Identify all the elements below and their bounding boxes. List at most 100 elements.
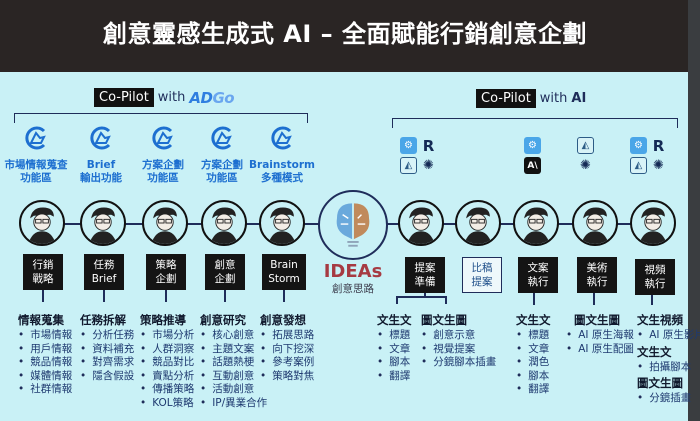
r-logo-icon: R <box>422 136 435 155</box>
role-line1: 提案 <box>414 262 436 274</box>
shark-logo-icon: ◭ <box>400 157 417 174</box>
role-line1: 任務 <box>93 259 115 271</box>
role-line1: 比稿 <box>471 262 493 274</box>
list-item: 核心創意 <box>200 329 267 343</box>
role-line1: Brain <box>270 259 298 271</box>
connector <box>533 293 535 305</box>
column-ideation: 創意發想 拓展思路 向下挖深 參考案例 策略對焦 <box>260 313 314 383</box>
list-item: 媒體情報 <box>18 370 72 384</box>
list-item: 策略對焦 <box>260 370 314 384</box>
list-item: 標題 <box>377 329 412 343</box>
list-item: 參考案例 <box>260 356 314 370</box>
column-task-breakdown: 任務拆解 分析任務 資料補充 對齊需求 隱含假設 <box>80 313 134 383</box>
feature-brief-output: Brief 輸出功能 <box>61 124 141 185</box>
brain-logo-icon: ✺ <box>423 158 434 173</box>
list-item: 互動創意 <box>200 370 267 384</box>
copilot-badge: Co-Pilot <box>94 88 154 107</box>
column-video-gen: 文生視頻 AI 原生影片 文生文 拍攝腳本 圖文生圖 分鏡插畫 <box>637 313 700 406</box>
role-creative-plan: 創意企劃 <box>205 254 245 290</box>
avatar-art <box>572 200 618 246</box>
with-label: with <box>539 91 568 106</box>
role-line2: 執行 <box>586 276 608 288</box>
feature-label-line1: 方案企劃 <box>201 159 243 171</box>
column-heading: 文生文 <box>377 313 412 327</box>
list-item: AI 原生影片 <box>637 329 700 343</box>
tool-set-copywriting: ⚙ A\ <box>524 137 541 174</box>
role-line2: 提案 <box>471 276 493 288</box>
avatar-pitch <box>455 200 501 246</box>
right-group-bracket <box>392 118 678 128</box>
feature-plan-a: 方案企劃 功能區 <box>123 124 203 185</box>
role-line2: 企劃 <box>155 273 177 285</box>
connector <box>42 290 44 302</box>
connector <box>651 295 653 305</box>
list-item: 活動創意 <box>200 383 267 397</box>
list-item: 翻譯 <box>516 383 551 397</box>
connector <box>445 296 447 304</box>
person-icon <box>151 207 179 244</box>
list-item: KOL策略 <box>140 397 194 411</box>
person-icon <box>407 207 435 244</box>
feature-label-line2: 輸出功能 <box>80 172 122 184</box>
brain-logo-icon: ✺ <box>653 158 664 173</box>
connector <box>593 293 595 305</box>
feature-brainstorm: Brainstorm 多種模式 <box>242 124 322 185</box>
person-icon <box>268 207 296 244</box>
avatar-copywriting <box>513 200 559 246</box>
feature-label-line2: 功能區 <box>20 172 52 184</box>
person-icon <box>522 207 550 244</box>
list-item: 標題 <box>516 329 551 343</box>
list-item: 向下挖深 <box>260 343 314 357</box>
column-heading: 圖文生圖 <box>574 313 620 327</box>
list-item: 文章 <box>377 343 412 357</box>
feature-label-line1: Brainstorm <box>249 159 315 171</box>
list-item: 市場情報 <box>18 329 72 343</box>
column-art-image-gen: 圖文生圖 AI 原生海報 AI 原生配圖 <box>566 313 634 356</box>
connector <box>424 293 426 297</box>
list-item: 用戶情報 <box>18 343 72 357</box>
role-copy-execution: 文案執行 <box>518 257 558 293</box>
role-line1: 行銷 <box>32 259 54 271</box>
list-item: 市場分析 <box>140 329 194 343</box>
ideas-title: IDEAs <box>323 261 383 282</box>
list-item: 對齊需求 <box>80 356 134 370</box>
adgo-logo-icon <box>271 126 292 150</box>
list-item: 拍攝腳本 <box>637 361 700 375</box>
screen-bezel <box>688 0 700 421</box>
adgo-logo-icon <box>152 126 173 150</box>
role-line2: 執行 <box>644 278 666 290</box>
column-heading: 創意研究 <box>200 313 246 327</box>
avatar-creative <box>201 200 247 246</box>
connector <box>396 296 398 304</box>
role-marketing-strategy: 行銷戰略 <box>23 254 63 290</box>
page-title: 創意靈感生成式 AI – 全面賦能行銷創意企劃 <box>102 20 588 48</box>
anthropic-icon: A\ <box>524 157 541 174</box>
feature-plan-b: 方案企劃 功能區 <box>182 124 262 185</box>
list-item: 文章 <box>516 343 551 357</box>
connector <box>165 290 167 302</box>
list-item: 視覺提案 <box>421 343 496 357</box>
role-line1: 文案 <box>527 262 549 274</box>
column-heading: 情報蒐集 <box>18 313 64 327</box>
list-item: 分析任務 <box>80 329 134 343</box>
list-item: 傳播策略 <box>140 383 194 397</box>
adgo-logo-icon <box>211 126 232 150</box>
copilot-badge: Co-Pilot <box>476 89 536 108</box>
chatgpt-icon: ⚙ <box>400 137 417 154</box>
column-heading: 任務拆解 <box>80 313 126 327</box>
feature-label-line2: 多種模式 <box>261 172 303 184</box>
shark-logo-icon: ◭ <box>577 137 594 154</box>
role-proposal-prep: 提案準備 <box>405 257 445 293</box>
connector <box>283 290 285 302</box>
list-item: AI 原生海報 <box>566 329 634 343</box>
role-pitch-proposal: 比稿提案 <box>462 257 502 293</box>
shark-logo-icon: ◭ <box>630 157 647 174</box>
brand-go: Go <box>212 88 235 107</box>
tool-set-video: ⚙ R ◭ ✺ <box>630 137 667 174</box>
role-line1: 策略 <box>155 259 177 271</box>
role-video-execution: 視頻執行 <box>635 259 675 295</box>
list-item: 人群洞察 <box>140 343 194 357</box>
avatar-strategy <box>142 200 188 246</box>
column-heading: 圖文生圖 <box>421 313 467 327</box>
